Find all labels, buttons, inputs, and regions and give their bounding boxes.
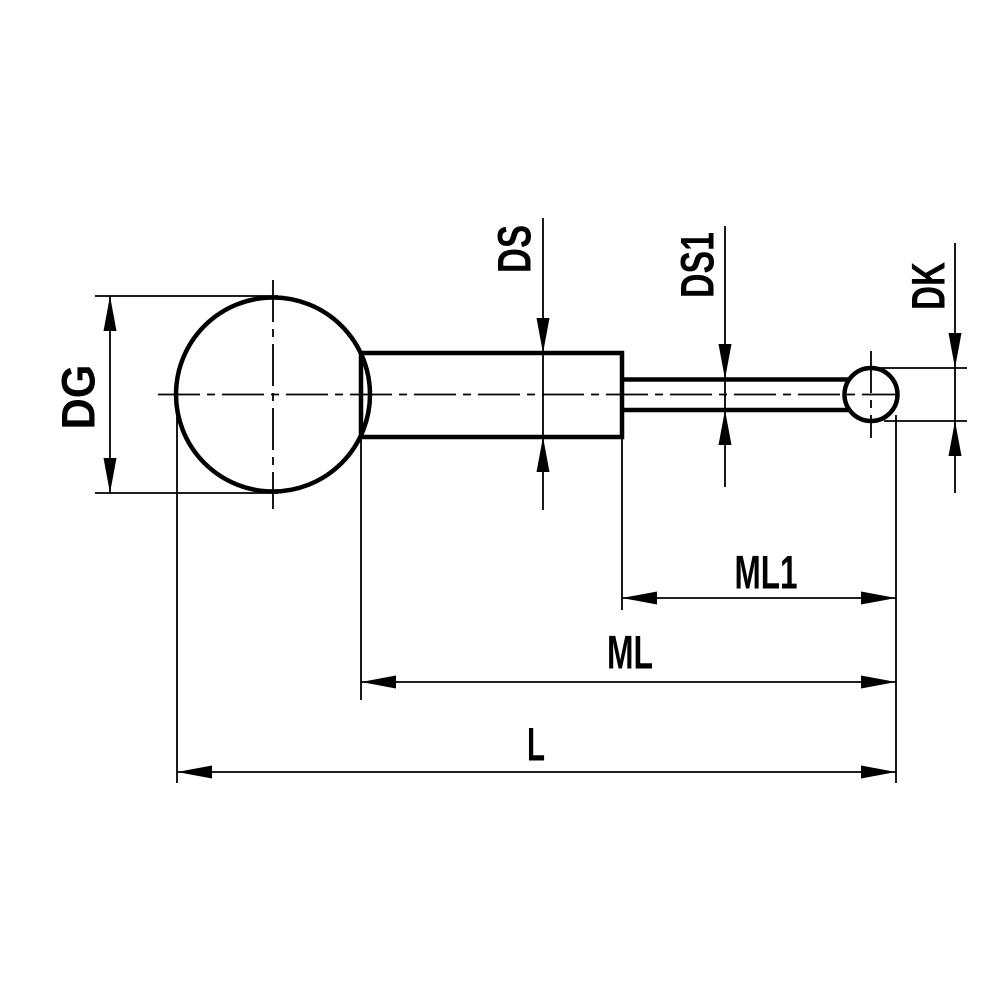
dg-label: DG xyxy=(52,365,105,430)
ml-arrow-left-icon xyxy=(361,675,396,689)
ds1-arrow-up-icon xyxy=(718,410,732,445)
dg-arrow-down-icon xyxy=(103,458,117,493)
dg-arrow-up-icon xyxy=(103,296,117,331)
ml1-arrow-left-icon xyxy=(622,591,657,605)
dg-extension-lines xyxy=(95,295,278,494)
dk-extension-lines xyxy=(871,367,967,422)
dimension-dk: DK xyxy=(871,243,967,493)
dimension-dg: DG xyxy=(52,295,278,494)
l-arrow-right-icon xyxy=(861,765,896,779)
ds-label: DS xyxy=(488,225,541,273)
dk-label: DK xyxy=(902,262,955,310)
ml1-arrow-right-icon xyxy=(861,591,896,605)
dimension-ds1: DS1 xyxy=(671,226,732,487)
ml1-label: ML1 xyxy=(735,546,798,599)
dimension-ds: DS xyxy=(488,218,550,510)
dimension-l: L xyxy=(176,394,896,783)
ds1-label: DS1 xyxy=(671,232,724,298)
dimension-ml1: ML1 xyxy=(621,437,896,610)
ml-arrow-right-icon xyxy=(861,675,896,689)
ds-arrow-down-icon xyxy=(536,318,550,353)
l-label: L xyxy=(527,718,545,771)
ds1-arrow-down-icon xyxy=(718,344,732,379)
dk-arrow-up-icon xyxy=(948,421,962,456)
dimension-ml: ML xyxy=(360,437,896,700)
l-arrow-left-icon xyxy=(177,765,212,779)
stem-outline xyxy=(622,377,849,413)
ds-arrow-up-icon xyxy=(536,437,550,472)
ml-label: ML xyxy=(607,626,653,679)
dk-arrow-down-icon xyxy=(948,333,962,368)
centerlines xyxy=(158,280,899,509)
